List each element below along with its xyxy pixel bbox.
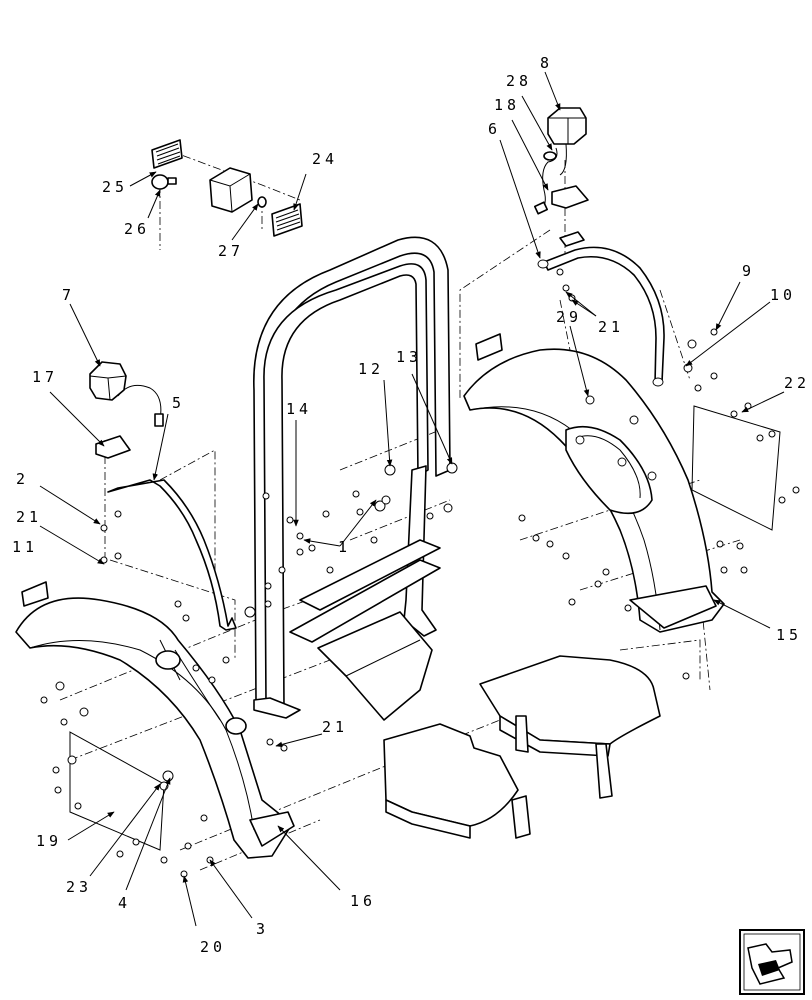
callout-9: 9 bbox=[742, 262, 755, 280]
callout-21-middle: 21 bbox=[322, 718, 348, 736]
seal-panel-left bbox=[69, 731, 165, 851]
callout-8: 8 bbox=[540, 54, 553, 72]
callout-6: 6 bbox=[488, 120, 501, 138]
callout-2: 2 bbox=[16, 470, 29, 488]
rear-lamp-bulb bbox=[151, 174, 177, 190]
callout-19: 19 bbox=[36, 832, 62, 850]
rear-lamp-lens-2 bbox=[271, 203, 303, 237]
fender-right bbox=[463, 348, 725, 633]
callout-numbers: 1 2 3 4 5 6 7 8 9 10 11 12 13 14 15 16 1… bbox=[12, 54, 810, 956]
callout-12: 12 bbox=[358, 360, 384, 378]
grommet-right bbox=[543, 151, 557, 161]
decal-left bbox=[21, 581, 49, 607]
lamp-bracket-right bbox=[551, 185, 589, 209]
callout-15: 15 bbox=[776, 626, 802, 644]
rear-lamp-housing bbox=[209, 167, 253, 213]
seal-panel-right bbox=[691, 405, 781, 531]
callout-14: 14 bbox=[286, 400, 312, 418]
callout-5: 5 bbox=[172, 394, 185, 412]
callout-28: 28 bbox=[506, 72, 532, 90]
light-bar-left bbox=[107, 479, 237, 631]
callout-26: 26 bbox=[124, 220, 150, 238]
callout-16: 16 bbox=[350, 892, 376, 910]
callout-24: 24 bbox=[312, 150, 338, 168]
callout-7: 7 bbox=[62, 286, 75, 304]
step-left bbox=[383, 723, 531, 839]
work-lamp-left bbox=[89, 361, 164, 427]
callout-17: 17 bbox=[32, 368, 58, 386]
decal-right bbox=[475, 333, 503, 361]
callout-20: 20 bbox=[200, 938, 226, 956]
callout-10: 10 bbox=[770, 286, 796, 304]
callout-25: 25 bbox=[102, 178, 128, 196]
rear-lamp-lens bbox=[151, 139, 183, 169]
callout-1: 1 bbox=[338, 538, 351, 556]
callout-27: 27 bbox=[218, 242, 244, 260]
callout-21-right: 21 bbox=[598, 318, 624, 336]
callout-29: 29 bbox=[556, 308, 582, 326]
hardware bbox=[40, 268, 800, 878]
step-right bbox=[479, 655, 661, 799]
callout-3: 3 bbox=[256, 920, 269, 938]
callout-18: 18 bbox=[494, 96, 520, 114]
leader-lines bbox=[39, 71, 785, 927]
callout-11: 11 bbox=[12, 538, 38, 556]
callout-13: 13 bbox=[396, 348, 422, 366]
light-bar-right bbox=[537, 231, 665, 387]
arrow-next-page-icon[interactable] bbox=[739, 929, 805, 995]
callout-22: 22 bbox=[784, 374, 810, 392]
callout-4: 4 bbox=[118, 894, 131, 912]
rear-lamp-small-bulb bbox=[257, 196, 267, 208]
callout-23: 23 bbox=[66, 878, 92, 896]
rops-frame bbox=[253, 236, 451, 721]
callout-21-top-left: 21 bbox=[16, 508, 42, 526]
fender-left bbox=[15, 597, 295, 859]
lamp-bracket-left bbox=[95, 435, 131, 459]
